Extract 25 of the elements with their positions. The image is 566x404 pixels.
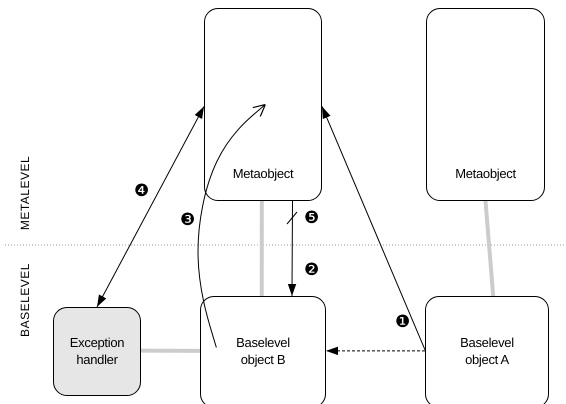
step-number: ❸ [180, 212, 196, 229]
object-box [200, 296, 326, 404]
arrow [198, 104, 266, 348]
node-label: Baselevel object B [235, 335, 291, 369]
level-label: BASELEVEL [18, 263, 32, 337]
step-number: ❺ [304, 210, 320, 227]
step-number: ❹ [134, 183, 150, 200]
connector-line [484, 200, 496, 296]
step-number: ❶ [395, 314, 410, 331]
node-label: Metaobject [454, 166, 517, 183]
arrow [96, 106, 204, 308]
arrow [322, 106, 426, 350]
step-number: ❷ [304, 262, 320, 279]
handler-box [53, 307, 141, 396]
object-box [204, 8, 322, 201]
node-label: Baselevel object A [459, 335, 515, 369]
arrow [326, 346, 426, 356]
arrow [288, 200, 296, 296]
object-box [425, 296, 549, 404]
connector-line [141, 348, 200, 353]
connector-line [260, 201, 264, 296]
level-label: METALEVEL [18, 156, 32, 230]
node-label: Exception handler [68, 334, 126, 368]
node-label: Metaobject [232, 166, 294, 183]
object-box [426, 8, 545, 201]
